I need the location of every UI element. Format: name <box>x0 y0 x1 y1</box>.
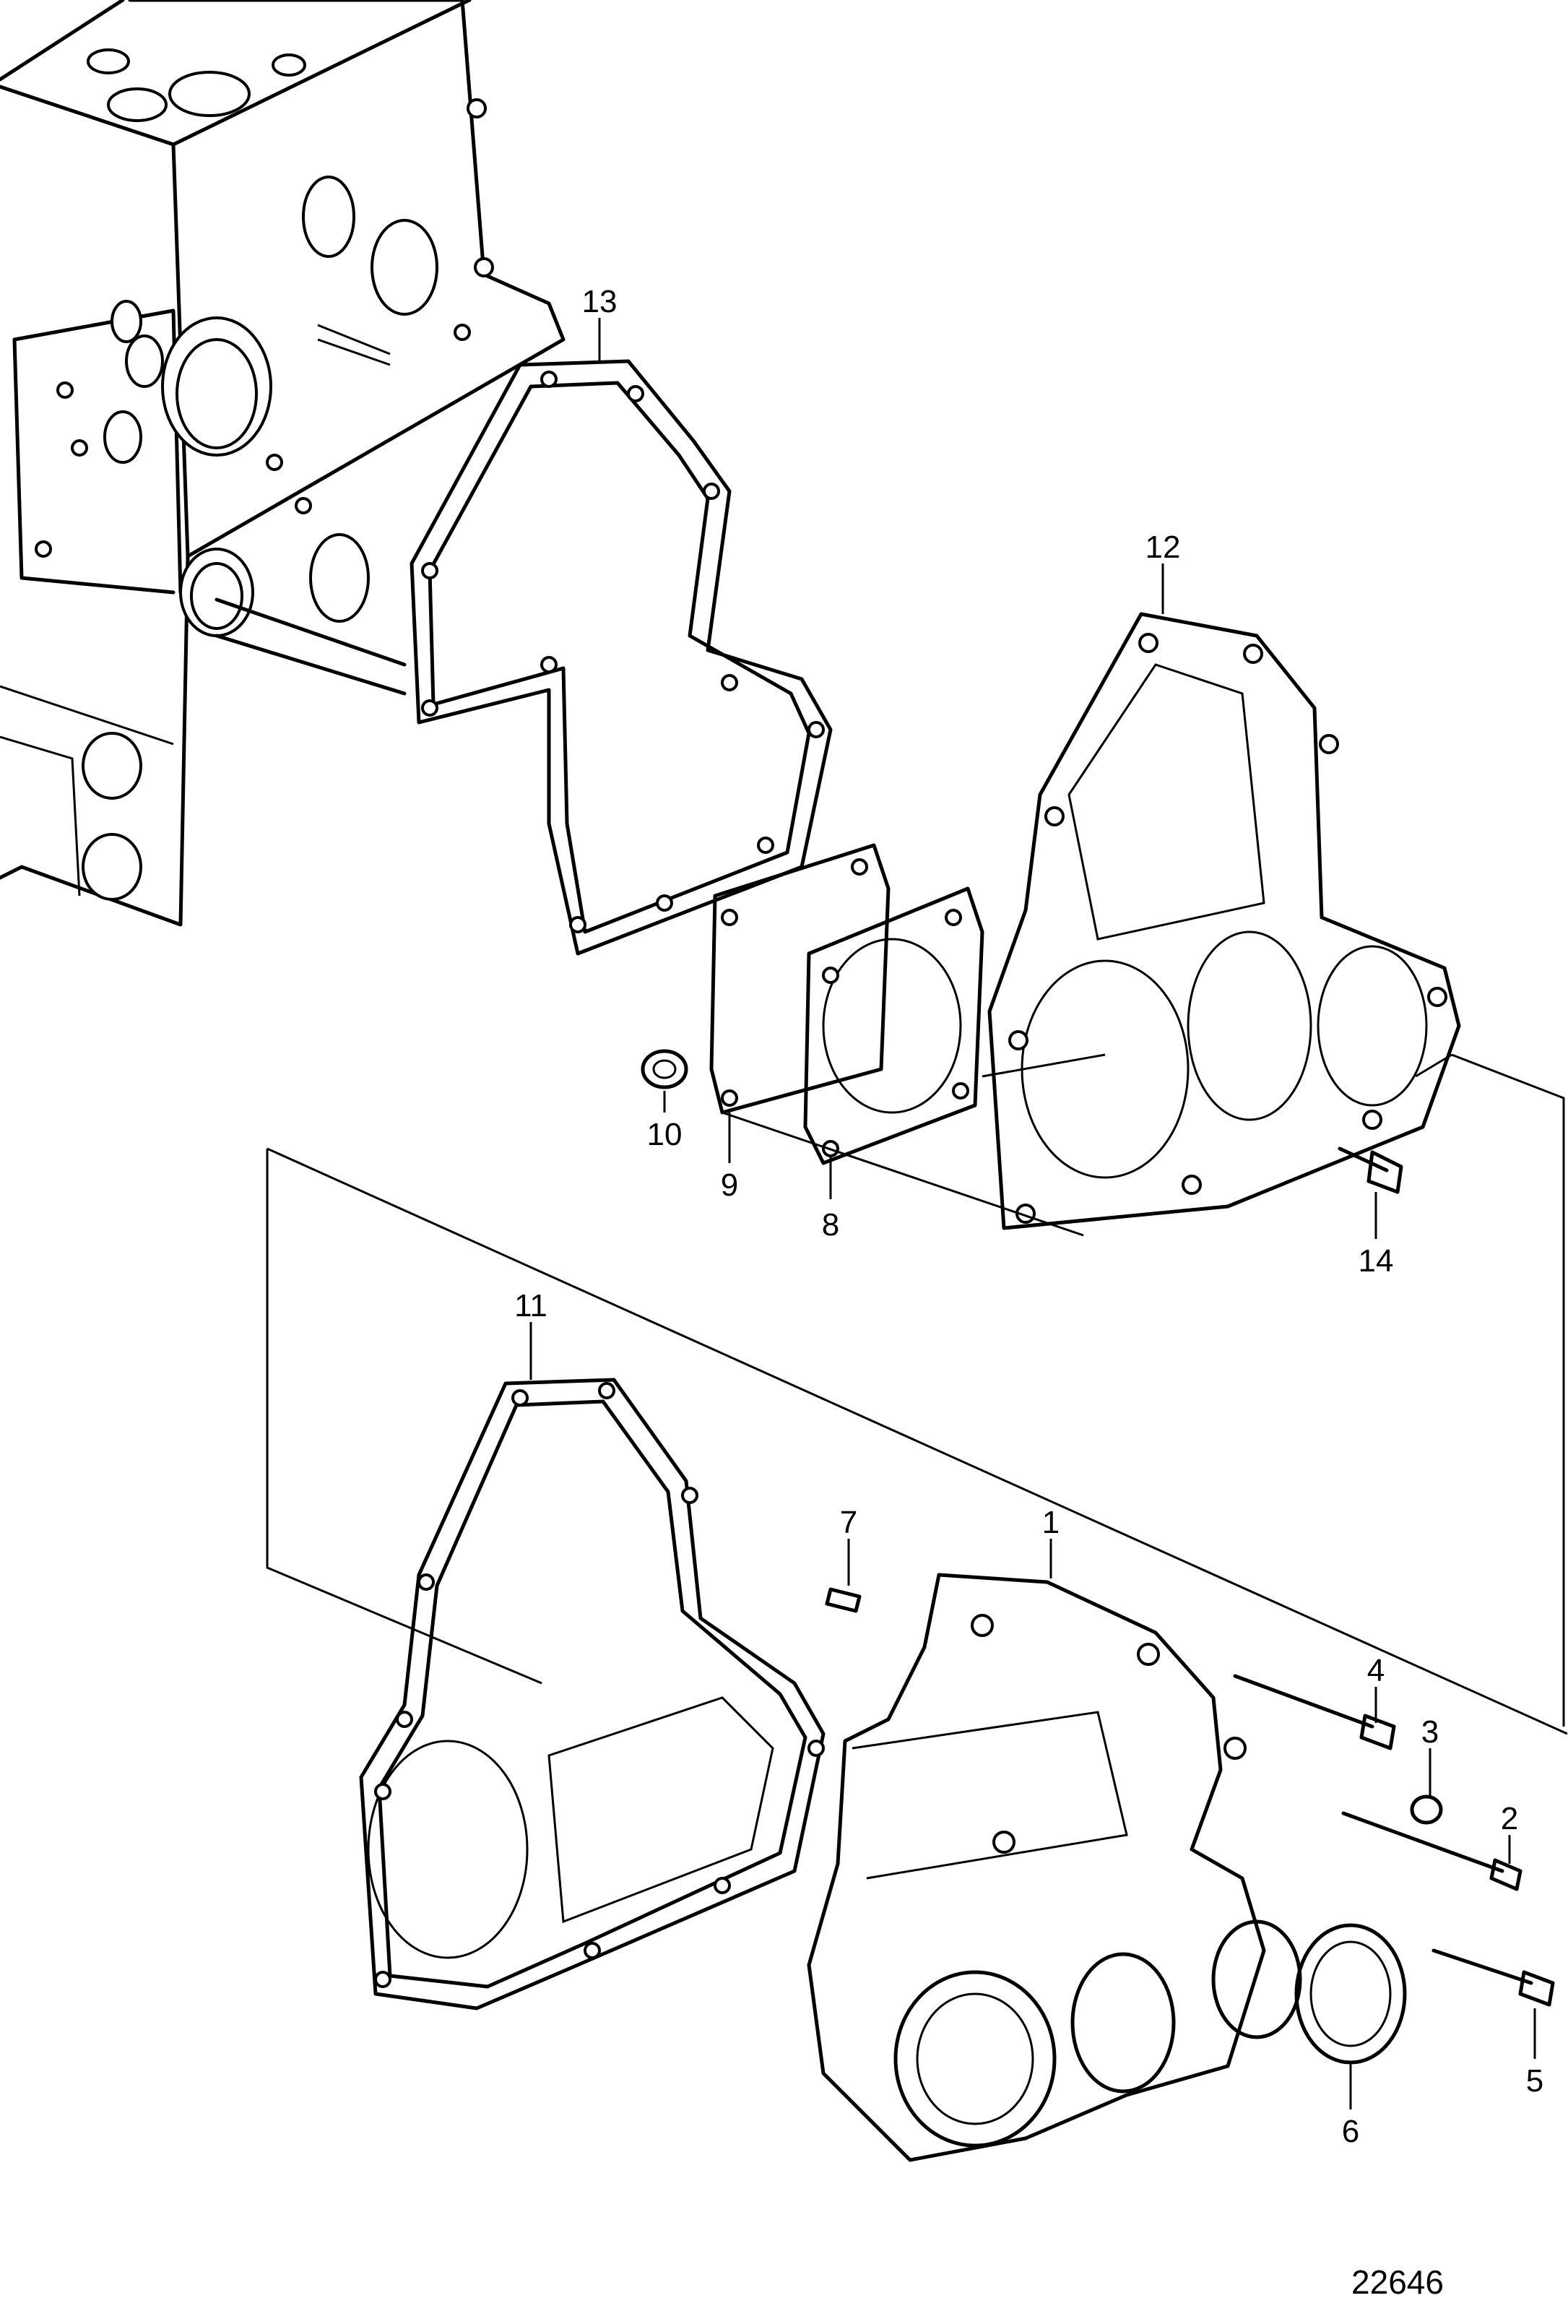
screw-5 <box>1431 1948 1555 2007</box>
nut-3 <box>1410 1794 1443 1825</box>
callout-5: 5 <box>1526 2063 1543 2099</box>
callout-labels: 1 2 3 4 5 6 7 8 9 10 11 12 13 14 <box>514 284 1543 2149</box>
callout-3: 3 <box>1421 1714 1439 1750</box>
callout-4: 4 <box>1367 1653 1385 1688</box>
plate-12 <box>987 612 1461 1230</box>
screw-4 <box>1233 1674 1396 1750</box>
callout-11: 11 <box>514 1288 547 1323</box>
seal-6 <box>1294 1923 1407 2065</box>
figure-number: 22646 <box>1351 2263 1444 2301</box>
assembly-lines <box>266 1053 1568 1735</box>
callout-1: 1 <box>1042 1505 1060 1540</box>
cover-plate-9 <box>709 843 891 1115</box>
callout-2: 2 <box>1501 1801 1518 1836</box>
screw-2 <box>1341 1811 1522 1891</box>
gasket-11 <box>359 1378 826 2010</box>
callout-14: 14 <box>1359 1243 1394 1279</box>
gasket-13 <box>410 359 833 956</box>
pin-7 <box>825 1587 862 1613</box>
callout-6: 6 <box>1342 2114 1359 2149</box>
callout-9: 9 <box>721 1167 738 1203</box>
engine-block <box>0 0 566 927</box>
callout-13: 13 <box>582 284 618 319</box>
gasket-8 <box>803 886 984 1165</box>
timing-cover-1 <box>807 1573 1302 2162</box>
screw-14 <box>1338 1146 1403 1194</box>
callout-7: 7 <box>840 1505 857 1540</box>
callout-8: 8 <box>822 1207 839 1243</box>
callout-10: 10 <box>647 1117 683 1152</box>
leader-lines <box>529 318 1536 2109</box>
nut-10 <box>641 1049 688 1089</box>
callout-12: 12 <box>1145 530 1181 565</box>
